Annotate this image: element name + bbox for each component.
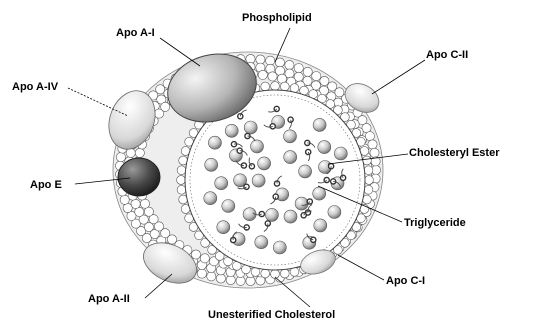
phospholipid-head [364,185,373,194]
core-lipid-sphere [313,118,326,131]
phospholipid-head [177,185,186,194]
leader-line-apo-c2 [372,60,425,94]
core-lipid-sphere [334,147,347,160]
phospholipid-head [197,269,206,278]
label-apo-a2: Apo A-II [88,293,130,305]
label-cholesteryl-ester: Cholesteryl Ester [409,147,500,159]
core-lipid-sphere [258,157,271,170]
cholesterol-ring [238,114,243,119]
label-unesterified-cholesterol: Unesterified Cholesterol [208,309,335,321]
phospholipid-head [365,176,374,185]
leader-line-apo-c1 [338,255,384,280]
core-lipid-sphere [284,130,297,143]
label-triglyceride: Triglyceride [404,217,466,229]
phospholipid-head [285,60,294,69]
phospholipid-head [140,199,149,208]
apo-e-protein [118,158,160,196]
core-lipid-sphere [328,206,341,219]
core-lipid-sphere [295,197,308,210]
phospholipid-head [261,82,270,91]
phospholipid-head [207,272,216,281]
label-apo-c2: Apo C-II [426,49,468,61]
core-lipid-sphere [205,158,218,171]
phospholipid-head [261,269,270,278]
phospholipid-head [303,67,312,76]
phospholipid-head [131,199,140,208]
core-lipid-sphere [225,124,238,137]
phospholipid-head [268,72,277,81]
phospholipid-head [191,250,200,259]
phospholipid-head [370,148,379,157]
label-apo-a4: Apo A-IV [12,81,59,93]
core-lipid-sphere [255,236,268,249]
label-apo-a1: Apo A-I [116,27,155,39]
phospholipid-head [280,269,289,278]
leader-line-apo-a1 [160,38,200,66]
phospholipid-head [200,254,209,263]
cholesterol-ring [244,184,249,189]
core-lipid-sphere [208,136,221,149]
core-lipid-sphere [284,151,297,164]
core-lipid-sphere [318,141,331,154]
phospholipid-head [177,166,186,175]
phospholipid-head [364,166,373,175]
core-lipid-sphere [284,210,297,223]
core-lipid-sphere [204,192,217,205]
phospholipid-head [280,82,289,91]
label-apo-e: Apo E [30,179,62,191]
core-lipid-sphere [222,200,235,213]
label-phospholipid: Phospholipid [242,12,312,24]
phospholipid-head [368,140,377,149]
core-lipid-sphere [244,121,257,134]
core-lipid-sphere [273,241,286,254]
core-lipid-sphere [314,219,327,232]
phospholipid-head [294,64,303,73]
phospholipid-head [275,58,284,67]
phospholipid-head [177,176,186,185]
core-lipid-sphere [251,140,264,153]
core-lipid-sphere [299,165,312,178]
core-lipid-sphere [313,187,326,200]
phospholipid-head [116,153,125,162]
phospholipid-head [216,274,225,283]
label-apo-c1: Apo C-I [386,275,425,287]
core-lipid-sphere [215,177,228,190]
core-lipid-sphere [265,208,278,221]
core-lipid-sphere [252,174,265,187]
phospholipid-head [258,70,267,79]
phospholipid-head [312,72,321,81]
phospholipid-head [271,82,280,91]
phospholipid-head [320,76,329,85]
phospholipid-head [135,148,144,157]
core-lipid-sphere [217,221,230,234]
